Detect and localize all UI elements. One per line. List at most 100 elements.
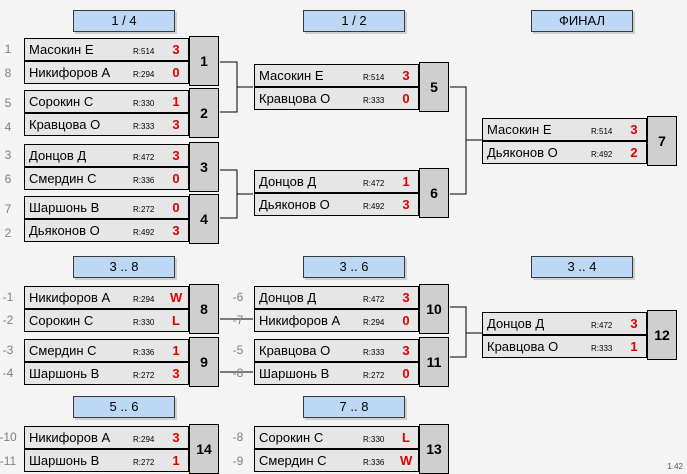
seed-label: 1	[4, 42, 12, 56]
player-row: Дьяконов О R:492 2	[482, 141, 647, 164]
player-score: 3	[402, 290, 410, 305]
seed-label: 3	[4, 148, 12, 162]
player-row: Никифоров А R:294 0	[254, 309, 419, 332]
player-score: W	[170, 290, 183, 305]
player-name: Шаршонь В	[29, 453, 100, 468]
player-score: 0	[172, 200, 180, 215]
player-score: 0	[172, 65, 180, 80]
player-score: 3	[402, 343, 410, 358]
match-number: 5	[419, 62, 449, 112]
player-row: Шаршонь В R:272 0	[24, 196, 189, 219]
match-number: 6	[419, 168, 449, 218]
player-rating: R:336	[133, 176, 155, 185]
match-number: 1	[189, 36, 219, 86]
seed-label: 6	[4, 172, 12, 186]
player-rating: R:272	[133, 205, 155, 214]
seed-label: 8	[4, 66, 12, 80]
player-score: 1	[172, 453, 180, 468]
player-score: L	[172, 313, 180, 328]
player-name: Дьяконов О	[29, 223, 100, 238]
player-name: Кравцова О	[259, 91, 331, 106]
match-11: Кравцова О R:333 3 Шаршонь В R:272 0 11	[254, 337, 454, 387]
player-rating: R:472	[363, 179, 385, 188]
match-14: Никифоров А R:294 3 Шаршонь В R:272 1 14	[24, 424, 224, 474]
player-score: 0	[402, 313, 410, 328]
match-9: Смердин С R:336 1 Шаршонь В R:272 3 9	[24, 337, 224, 387]
player-score: 3	[172, 148, 180, 163]
seed-label: -11	[0, 454, 17, 468]
player-rating: R:330	[133, 318, 155, 327]
version-label: 1.42	[667, 462, 683, 471]
player-row: Кравцова О R:333 0	[254, 87, 419, 110]
player-name: Шаршонь В	[29, 366, 100, 381]
player-row: Масокин Е R:514 3	[482, 118, 647, 141]
seed-label: -10	[0, 430, 17, 444]
player-name: Смердин С	[29, 343, 97, 358]
player-row: Кравцова О R:333 3	[24, 113, 189, 136]
player-rating: R:472	[591, 321, 613, 330]
player-name: Никифоров А	[259, 313, 341, 328]
player-row: Донцов Д R:472 1	[254, 170, 419, 193]
player-row: Никифоров А R:294 3	[24, 426, 189, 449]
player-name: Никифоров А	[29, 290, 111, 305]
player-rating: R:294	[133, 70, 155, 79]
header-round-quarterfinal: 1 / 4	[73, 10, 175, 32]
seed-label: 4	[4, 120, 12, 134]
player-score: 3	[172, 42, 180, 57]
player-name: Масокин Е	[29, 42, 94, 57]
player-name: Сорокин С	[259, 430, 324, 445]
match-number: 3	[189, 142, 219, 192]
player-score: 0	[402, 366, 410, 381]
match-5: Масокин Е R:514 3 Кравцова О R:333 0 5	[254, 62, 454, 112]
player-rating: R:472	[133, 153, 155, 162]
player-score: 3	[630, 122, 638, 137]
player-score: 3	[172, 117, 180, 132]
player-rating: R:330	[133, 99, 155, 108]
player-name: Сорокин С	[29, 94, 94, 109]
player-score: 3	[402, 68, 410, 83]
player-rating: R:333	[363, 348, 385, 357]
seed-label: -3	[2, 343, 14, 357]
player-rating: R:294	[133, 435, 155, 444]
player-score: 0	[172, 171, 180, 186]
seed-label: 5	[4, 96, 12, 110]
seed-label: -8	[232, 366, 244, 380]
player-row: Дьяконов О R:492 3	[24, 219, 189, 242]
seed-label: -9	[232, 454, 244, 468]
player-row: Масокин Е R:514 3	[24, 38, 189, 61]
player-row: Сорокин С R:330 1	[24, 90, 189, 113]
match-number: 13	[419, 424, 449, 474]
player-row: Смердин С R:336 1	[24, 339, 189, 362]
header-round-final: ФИНАЛ	[531, 10, 633, 32]
player-row: Смердин С R:336 0	[24, 167, 189, 190]
player-name: Масокин Е	[487, 122, 552, 137]
player-name: Кравцова О	[259, 343, 331, 358]
player-row: Шаршонь В R:272 1	[24, 449, 189, 472]
player-rating: R:514	[363, 73, 385, 82]
player-rating: R:492	[591, 150, 613, 159]
player-score: 1	[402, 174, 410, 189]
player-name: Донцов Д	[259, 290, 317, 305]
player-score: 1	[630, 339, 638, 354]
match-number: 14	[189, 424, 219, 474]
match-7: Масокин Е R:514 3 Дьяконов О R:492 2 7	[482, 116, 682, 166]
player-row: Шаршонь В R:272 3	[24, 362, 189, 385]
player-name: Шаршонь В	[259, 366, 330, 381]
player-rating: R:272	[363, 371, 385, 380]
match-10: Донцов Д R:472 3 Никифоров А R:294 0 10	[254, 284, 454, 334]
player-rating: R:514	[591, 127, 613, 136]
match-number: 4	[189, 194, 219, 244]
player-rating: R:336	[363, 458, 385, 467]
match-number: 11	[419, 337, 449, 387]
match-number: 8	[189, 284, 219, 334]
header-places-5-6: 5 .. 6	[73, 396, 175, 418]
player-name: Масокин Е	[259, 68, 324, 83]
player-name: Дьяконов О	[487, 145, 558, 160]
seed-label: -4	[2, 366, 14, 380]
player-row: Донцов Д R:472 3	[24, 144, 189, 167]
match-number: 12	[647, 310, 677, 360]
match-4: Шаршонь В R:272 0 Дьяконов О R:492 3 4	[24, 194, 224, 244]
player-name: Никифоров А	[29, 65, 111, 80]
player-row: Кравцова О R:333 3	[254, 339, 419, 362]
player-name: Кравцова О	[29, 117, 101, 132]
